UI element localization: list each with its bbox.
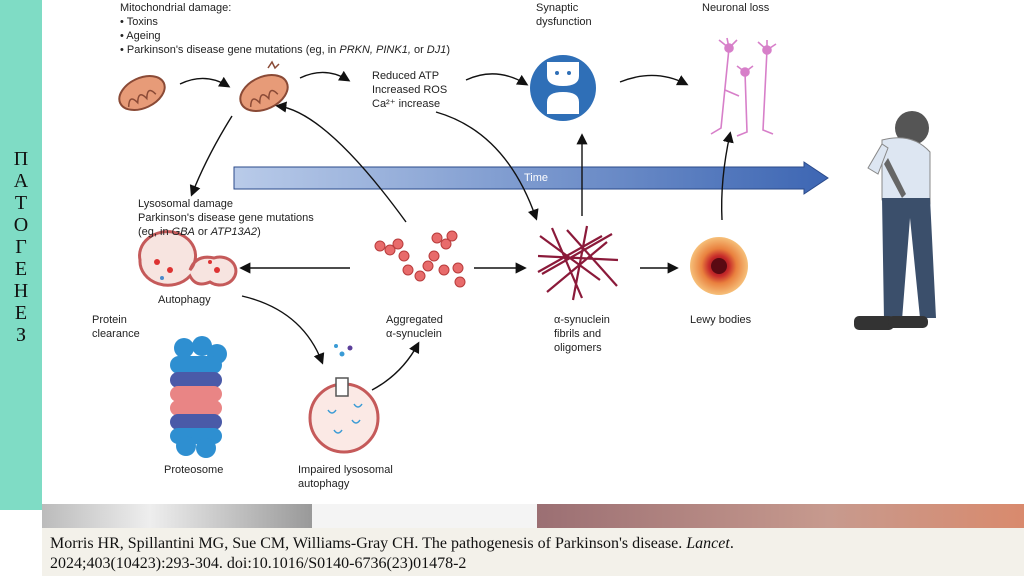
citation-period: .: [729, 535, 734, 552]
title-letter: О: [13, 214, 29, 236]
proteosome-label: Proteosome: [164, 464, 224, 476]
title-letter: Е: [14, 258, 28, 280]
impaired-label-1: Impaired lysosomal: [298, 464, 393, 476]
fibrils-label-1: α-synuclein: [554, 314, 610, 326]
lyso-genes-gba: GBA: [171, 226, 195, 238]
mito-genes-dj1: DJ1: [426, 44, 447, 56]
title-letter: Е: [14, 302, 28, 324]
lyso-genes-atp: ATP13A2: [210, 226, 258, 238]
lysosomal-genes-examples: (eg, in GBA or ATP13A2): [138, 226, 261, 239]
citation-line-2: 2024;403(10423):293-304. doi:10.1016/S01…: [50, 555, 467, 572]
time-arrow: [233, 161, 829, 195]
strip-photo-2: [312, 504, 537, 528]
mito-genes-names: PRKN, PINK1,: [339, 44, 411, 56]
impaired-lysosome-icon: [308, 344, 380, 454]
aggregated-label-2: α-synuclein: [386, 328, 442, 340]
protein-clearance-label-1: Protein: [92, 314, 127, 326]
title-letter: З: [15, 324, 27, 346]
synuclein-fibrils-icon: [537, 225, 619, 301]
lyso-genes-prefix: (eg, in: [138, 226, 172, 238]
protein-clearance-label-2: clearance: [92, 328, 140, 340]
ros-label: Increased ROS: [372, 84, 448, 96]
strip-photo-1: [42, 504, 312, 528]
title-letter: Г: [15, 236, 27, 258]
diagram-graphics: [118, 37, 936, 458]
neuronal-loss-label: Neuronal loss: [702, 2, 770, 14]
lyso-genes-or: or: [194, 226, 211, 238]
autophagosome-icon: [138, 230, 238, 287]
lysosomal-genes-label: Parkinson's disease gene mutations: [138, 212, 314, 224]
neurons-icon: [710, 37, 777, 137]
title-letter: П: [13, 148, 29, 170]
lewy-body-icon: [690, 237, 748, 295]
mito-cause-genes: • Parkinson's disease gene mutations (eg…: [120, 44, 450, 57]
sidebar-band: [0, 0, 42, 510]
aggregated-label-1: Aggregated: [386, 314, 443, 326]
mito-genes-suffix: ): [446, 44, 451, 56]
mito-cause-toxins: • Toxins: [120, 16, 158, 28]
impaired-label-2: autophagy: [298, 478, 350, 490]
lyso-genes-suffix: ): [257, 226, 261, 238]
synaptic-label-2: dysfunction: [536, 16, 592, 28]
mito-damage-title: Mitochondrial damage:: [120, 2, 232, 14]
citation: Morris HR, Spillantini MG, Sue CM, Willi…: [42, 528, 1024, 576]
vertical-title: П А Т О Г Е Н Е З: [0, 148, 42, 346]
proteosome-icon: [170, 336, 227, 458]
image-strip: [42, 504, 1024, 528]
citation-line-1: Morris HR, Spillantini MG, Sue CM, Willi…: [50, 534, 1024, 554]
pathogenesis-diagram: Mitochondrial damage: • Toxins • Ageing …: [42, 0, 1024, 500]
mitochondrion-healthy-icon: [118, 75, 166, 111]
title-letter: А: [13, 170, 29, 192]
title-letter: Н: [13, 280, 29, 302]
atp-label: Reduced ATP: [372, 70, 440, 82]
mito-genes-prefix: • Parkinson's disease gene mutations (eg…: [120, 44, 340, 56]
strip-photo-3: [537, 504, 1024, 528]
lewy-bodies-label: Lewy bodies: [690, 314, 752, 326]
parkinsonian-person-icon: [854, 111, 936, 330]
lysosomal-damage-label: Lysosomal damage: [138, 198, 233, 210]
pathway-arrows: [179, 70, 734, 391]
mito-genes-or: or: [410, 44, 427, 56]
fibrils-label-3: oligomers: [554, 342, 602, 354]
calcium-label: Ca²⁺ increase: [372, 98, 441, 110]
synapse-icon: [530, 55, 596, 121]
time-label: Time: [524, 172, 549, 184]
aggregated-synuclein-icon: [374, 230, 466, 288]
mitochondrion-damaged-icon: [239, 60, 289, 112]
citation-journal: Lancet: [686, 535, 730, 552]
synaptic-label-1: Synaptic: [536, 2, 579, 14]
title-letter: Т: [14, 192, 28, 214]
fibrils-label-2: fibrils and: [554, 328, 602, 340]
autophagy-label: Autophagy: [158, 294, 211, 306]
mito-cause-ageing: • Ageing: [120, 30, 161, 42]
citation-authors: Morris HR, Spillantini MG, Sue CM, Willi…: [50, 535, 687, 552]
